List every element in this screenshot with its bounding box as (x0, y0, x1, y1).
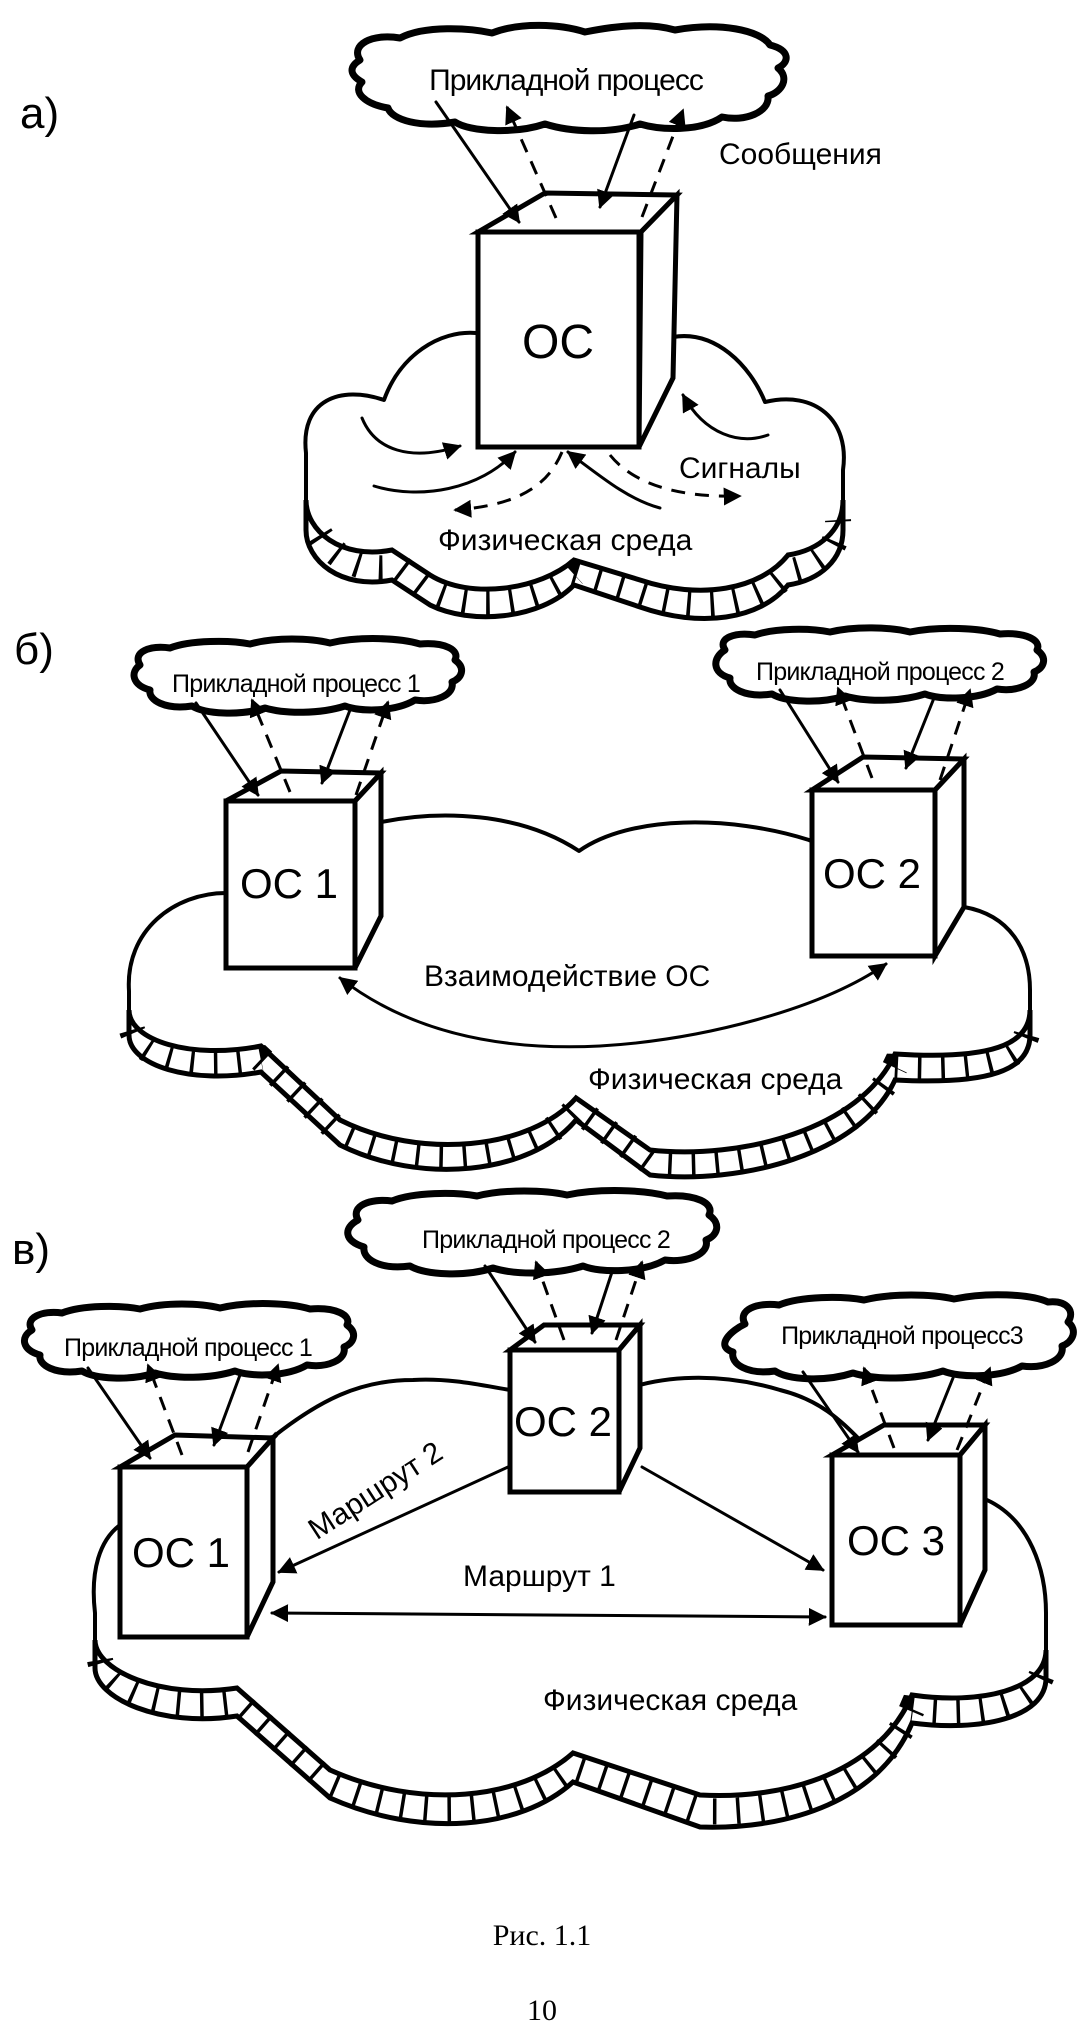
panel-a: а) ОС Сигналы Физическая среда (20, 21, 882, 621)
panel-b-label: б) (14, 625, 54, 674)
os-3-box: ОС 3 (822, 1418, 991, 1628)
os-1-label: ОС 1 (132, 1529, 230, 1576)
os-1-box: ОС 1 (110, 1431, 279, 1640)
os-1-label: ОС 1 (240, 860, 338, 907)
os-2-label: ОС 2 (823, 850, 921, 897)
route-2-arrow-left (277, 1465, 510, 1574)
os-interaction-arrow (338, 962, 888, 1049)
route-2-arrow-right (640, 1465, 825, 1572)
process-3-label: Прикладной процесс3 (781, 1322, 1023, 1350)
panel-c: в) ОС 1 ОС 2 ОС 3 (12, 1187, 1077, 1830)
process-1-label: Прикладной процесс 1 (64, 1334, 312, 1362)
os-3-label: ОС 3 (847, 1517, 945, 1564)
interaction-label: Взаимодействие ОС (424, 960, 710, 993)
process-1-arrows (194, 698, 392, 797)
route-1-arrow (270, 1604, 827, 1626)
signal-arrows (360, 393, 770, 518)
os-2-box: ОС 2 (502, 1318, 646, 1495)
signals-label: Сигналы (679, 452, 801, 485)
panel-b: б) ОС 1 ОС 2 Взаимодействие ОС Физическа… (14, 624, 1048, 1180)
process-3-cloud: Прикладной процесс3 (721, 1291, 1077, 1383)
process-1-cloud: Прикладной процесс 1 (21, 1300, 358, 1382)
os-2-label: ОС 2 (514, 1398, 612, 1445)
messages-label: Сообщения (719, 138, 882, 171)
os-box: ОС (468, 188, 683, 450)
medium-label: Физическая среда (543, 1684, 798, 1717)
process-2-cloud: Прикладной процесс 2 (344, 1187, 721, 1278)
process-2-label: Прикладной процесс 2 (422, 1226, 670, 1254)
panel-c-label: в) (12, 1225, 50, 1274)
os-1-box: ОС 1 (223, 766, 387, 971)
medium-label: Физическая среда (438, 524, 693, 557)
process-2-arrows (483, 1260, 646, 1344)
os-label: ОС (522, 316, 594, 369)
process-cloud: Прикладной процесс (348, 21, 790, 135)
process-2-arrows (778, 686, 974, 784)
process-3-arrows (801, 1366, 993, 1454)
process-1-cloud: Прикладной процесс 1 (130, 635, 466, 717)
panel-a-label: а) (20, 89, 59, 138)
page-number: 10 (527, 1994, 557, 2027)
message-arrows (434, 100, 686, 224)
process-2-cloud: Прикладной процесс 2 (712, 624, 1048, 705)
route-1-label: Маршрут 1 (463, 1560, 616, 1593)
process-label: Прикладной процесс (429, 64, 704, 97)
process-1-label: Прикладной процесс 1 (172, 670, 420, 698)
figure-caption: Рис. 1.1 (493, 1919, 592, 1952)
os-2-box: ОС 2 (803, 752, 970, 966)
process-2-label: Прикладной процесс 2 (756, 658, 1004, 686)
process-1-arrows (86, 1363, 282, 1460)
medium-label: Физическая среда (588, 1063, 843, 1096)
physical-medium-cloud (87, 1375, 1057, 1830)
